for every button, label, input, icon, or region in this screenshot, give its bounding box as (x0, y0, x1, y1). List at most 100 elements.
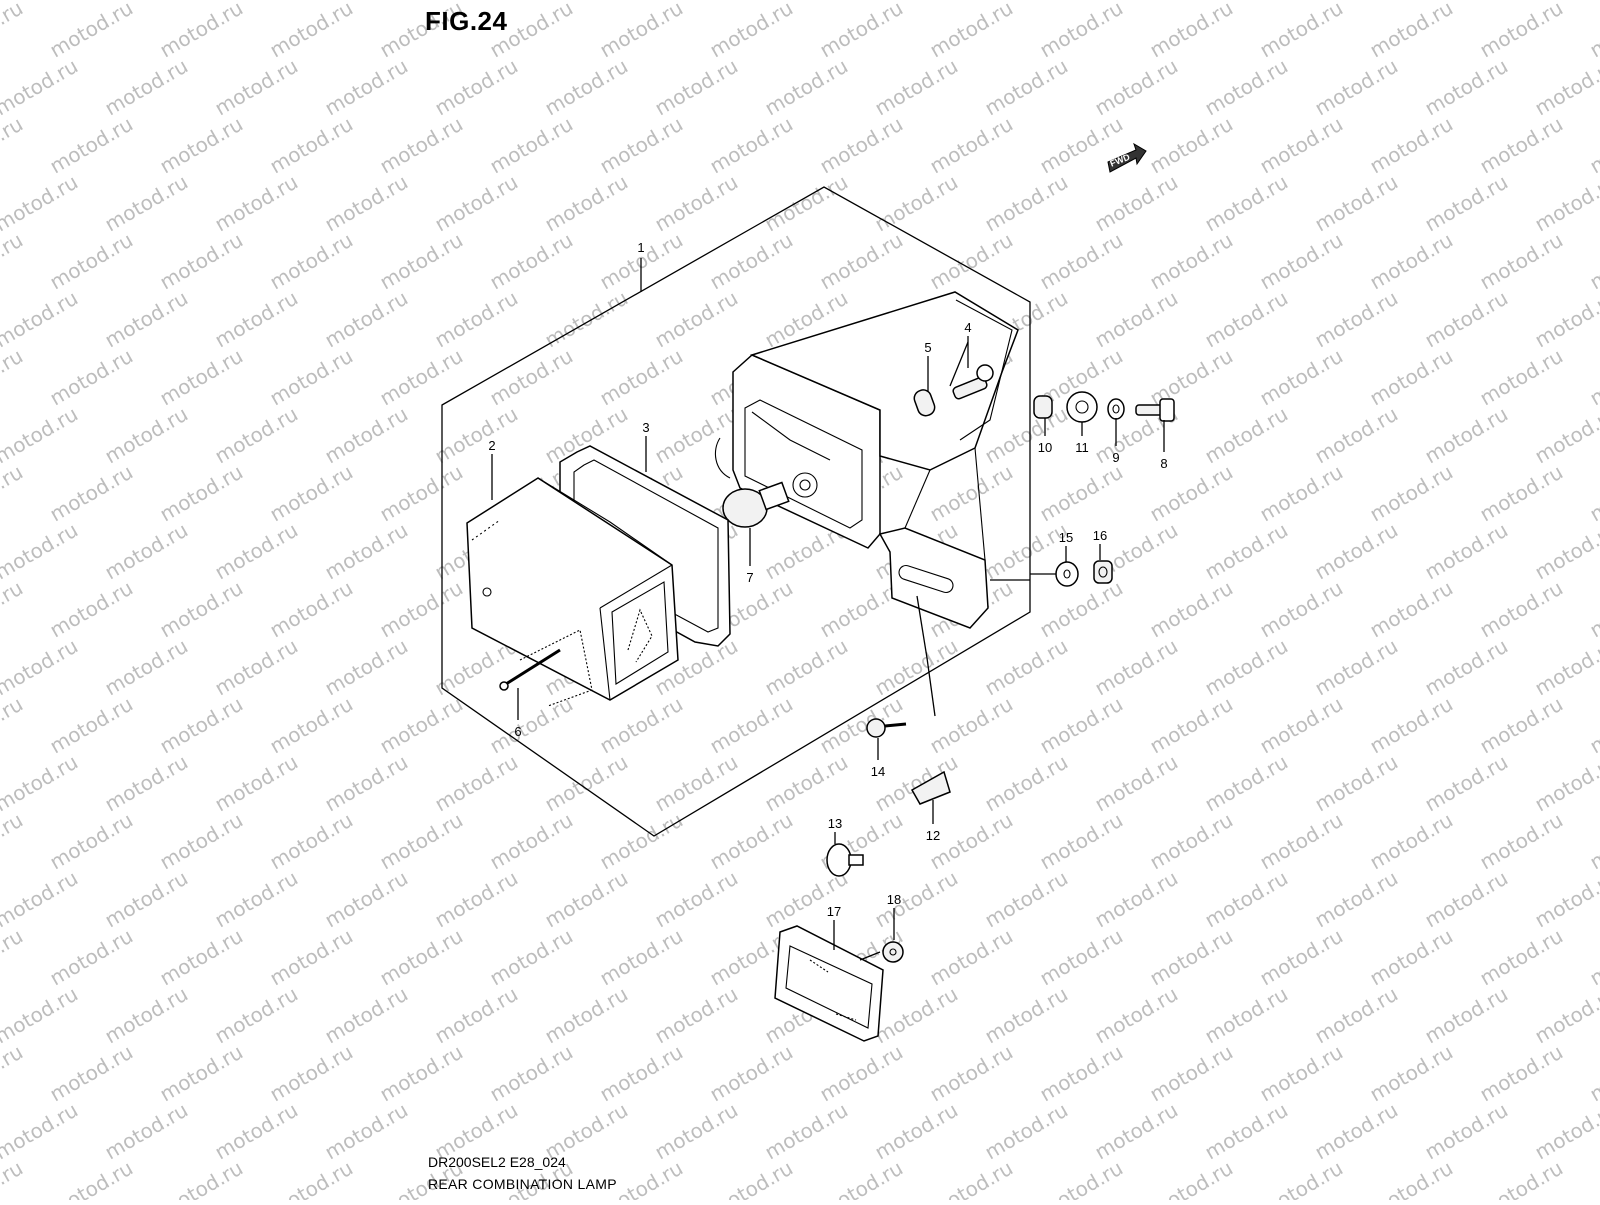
watermark-text: motod.ru (46, 808, 137, 875)
watermark-text: motod.ru (926, 460, 1017, 527)
watermark-text: motod.ru (1201, 634, 1292, 701)
watermark-text: motod.ru (1311, 54, 1402, 121)
watermark-text: motod.ru (981, 170, 1072, 237)
watermark-text: motod.ru (156, 1040, 247, 1107)
watermark-text: motod.ru (981, 54, 1072, 121)
watermark-text: motod.ru (321, 54, 412, 121)
watermark-text: motod.ru (46, 1040, 137, 1107)
lamp-housing (715, 292, 1018, 628)
watermark-text: motod.ru (1311, 1098, 1402, 1165)
watermark-text: motod.ru (376, 1040, 467, 1107)
watermark-text: motod.ru (1201, 1098, 1292, 1165)
watermark-text: motod.ru (871, 982, 962, 1049)
watermark-text: motod.ru (1036, 228, 1127, 295)
watermark-text: motod.ru (1531, 286, 1600, 353)
watermark-text: motod.ru (1146, 112, 1237, 179)
watermark-text: motod.ru (1586, 344, 1600, 411)
watermark-text: motod.ru (1311, 518, 1402, 585)
callout-18: 18 (887, 892, 901, 907)
watermark-text: motod.ru (211, 982, 302, 1049)
watermark-text: motod.ru (1586, 1156, 1600, 1200)
watermark-text: motod.ru (651, 54, 742, 121)
watermark-text: motod.ru (321, 634, 412, 701)
watermark-text: motod.ru (486, 1040, 577, 1107)
watermark-text: motod.ru (541, 170, 632, 237)
watermark-text: motod.ru (981, 750, 1072, 817)
watermark-text: motod.ru (1256, 1156, 1347, 1200)
watermark-text: motod.ru (1586, 924, 1600, 991)
watermark-text: motod.ru (541, 750, 632, 817)
watermark-text: motod.ru (211, 750, 302, 817)
watermark-text: motod.ru (1366, 576, 1457, 643)
watermark-text: motod.ru (926, 112, 1017, 179)
watermark-text: motod.ru (46, 692, 137, 759)
watermark-text: motod.ru (211, 1098, 302, 1165)
watermark-text: motod.ru (1311, 634, 1402, 701)
watermark-text: motod.ru (1091, 866, 1182, 933)
watermark-text: motod.ru (321, 518, 412, 585)
watermark-text: motod.ru (376, 924, 467, 991)
callout-10: 10 (1038, 440, 1052, 455)
watermark-text: motod.ru (981, 402, 1072, 469)
watermark-text: motod.ru (1476, 228, 1567, 295)
watermark-text: motod.ru (376, 344, 467, 411)
watermark-text: motod.ru (266, 1156, 357, 1200)
watermark-text: motod.ru (541, 982, 632, 1049)
callout-14: 14 (871, 764, 885, 779)
watermark-text: motod.ru (1366, 808, 1457, 875)
watermark-text: motod.ru (431, 982, 522, 1049)
watermark-text: motod.ru (871, 750, 962, 817)
watermark-text: motod.ru (541, 866, 632, 933)
nut-18 (883, 942, 903, 962)
watermark-text: motod.ru (1366, 112, 1457, 179)
watermark-text: motod.ru (816, 112, 907, 179)
watermark-text: motod.ru (0, 982, 82, 1049)
watermark-text: motod.ru (1201, 750, 1292, 817)
watermark-text: motod.ru (1091, 170, 1182, 237)
watermark-text: motod.ru (1146, 460, 1237, 527)
watermark-text: motod.ru (1421, 54, 1512, 121)
watermark-text: motod.ru (376, 112, 467, 179)
watermark-text: motod.ru (1311, 982, 1402, 1049)
watermark-text: motod.ru (1091, 982, 1182, 1049)
watermark-text: motod.ru (211, 286, 302, 353)
watermark-text: motod.ru (0, 460, 27, 527)
watermark-text: motod.ru (266, 924, 357, 991)
figure-name: REAR COMBINATION LAMP (428, 1176, 617, 1192)
watermark-text: motod.ru (1421, 634, 1512, 701)
watermark-text: motod.ru (101, 54, 192, 121)
watermark-text: motod.ru (321, 750, 412, 817)
watermark-text: motod.ru (1531, 866, 1600, 933)
watermark-text: motod.ru (101, 634, 192, 701)
watermark-text: motod.ru (1201, 54, 1292, 121)
watermark-text: motod.ru (1256, 460, 1347, 527)
watermark-text: motod.ru (1201, 518, 1292, 585)
watermark-text: motod.ru (101, 518, 192, 585)
watermark-text: motod.ru (1256, 344, 1347, 411)
watermark-text: motod.ru (321, 982, 412, 1049)
watermark-text: motod.ru (1256, 0, 1347, 62)
watermark-text: motod.ru (706, 112, 797, 179)
watermark-text: motod.ru (0, 576, 27, 643)
watermark-text: motod.ru (1091, 1098, 1182, 1165)
watermark-text: motod.ru (1036, 0, 1127, 62)
watermark-text: motod.ru (266, 0, 357, 62)
watermark-text: motod.ru (1366, 1156, 1457, 1200)
callout-5: 5 (924, 340, 931, 355)
watermark-text: motod.ru (1311, 286, 1402, 353)
watermark-text: motod.ru (1586, 576, 1600, 643)
watermark-text: motod.ru (1091, 54, 1182, 121)
watermark-text: motod.ru (706, 1156, 797, 1200)
watermark-text: motod.ru (211, 54, 302, 121)
watermark-text: motod.ru (266, 576, 357, 643)
watermark-text: motod.ru (761, 634, 852, 701)
watermark-text: motod.ru (486, 808, 577, 875)
watermark-text: motod.ru (486, 112, 577, 179)
washer-15 (1056, 562, 1078, 586)
watermark-text: motod.ru (926, 0, 1017, 62)
watermark-text: motod.ru (156, 576, 247, 643)
watermark-text: motod.ru (156, 344, 247, 411)
watermark-text: motod.ru (431, 402, 522, 469)
watermark-text: motod.ru (651, 750, 742, 817)
